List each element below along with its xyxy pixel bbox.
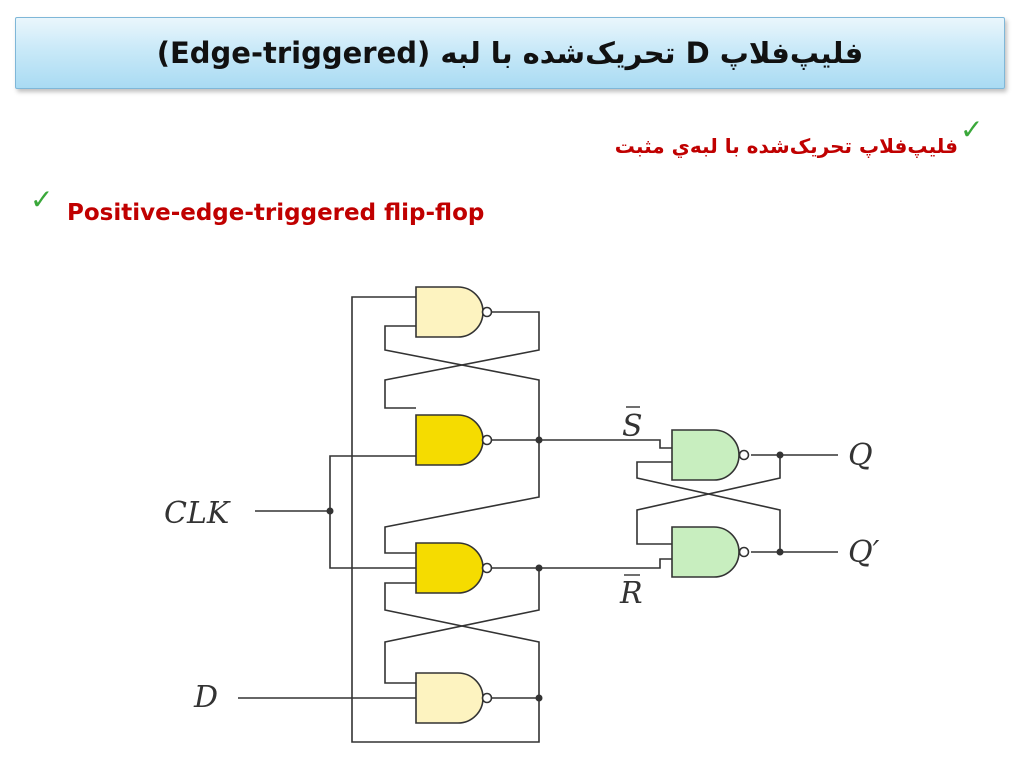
label-q-prime: Q′	[848, 535, 880, 570]
junction-dot	[776, 451, 784, 459]
wire-clk-to-g3	[329, 511, 416, 569]
wire-qprime-feedback	[636, 461, 781, 552]
junction-dots	[326, 436, 784, 702]
checkmark-icon: ✓	[960, 113, 984, 146]
checkmark-icon: ✓	[30, 183, 54, 216]
label-clk: CLK	[164, 496, 231, 531]
wire-g2-to-g3	[384, 440, 540, 554]
signal-labels: CLK D S R Q Q′	[164, 406, 880, 715]
wires	[238, 296, 838, 743]
junction-dot	[535, 694, 543, 702]
label-d: D	[193, 680, 218, 715]
nand-bubble	[738, 546, 750, 558]
wire-q-feedback	[636, 455, 781, 545]
nand-gate-1	[415, 286, 484, 338]
nand-gate-4	[415, 672, 484, 724]
nand-bubble	[738, 449, 750, 461]
junction-dot	[535, 436, 543, 444]
wire-r-bar	[492, 558, 672, 569]
nand-bubble	[481, 434, 493, 446]
nand-gate-output-top	[671, 429, 740, 481]
nand-bubble	[481, 562, 493, 574]
nand-gate-output-bottom	[671, 526, 740, 578]
wire-outer-loop	[351, 296, 540, 743]
nand-bubble	[481, 692, 493, 704]
wire-g4-to-g3	[384, 582, 540, 699]
junction-dot	[776, 548, 784, 556]
nand-gates	[415, 286, 750, 724]
label-r-bar: R	[619, 576, 643, 611]
bullet-english: Positive-edge-triggered flip-flop	[67, 200, 485, 226]
wire-s-bar	[492, 439, 672, 449]
nand-gate-2	[415, 414, 484, 466]
junction-dot	[535, 564, 543, 572]
nand-gate-3	[415, 542, 484, 594]
wire-clk-to-g2	[329, 455, 416, 511]
wire-g3-to-g4	[384, 568, 540, 684]
wire-g2-to-g1	[384, 325, 540, 440]
label-q: Q	[848, 438, 873, 473]
slide-title: فلیپ‌فلاپ D تحریک‌شده با لبه (Edge-trigg…	[156, 36, 864, 70]
label-s-bar: S	[622, 409, 643, 444]
bullet-persian: فلیپ‌فلاپ تحریک‌شده با لبه‌ي مثبت	[614, 134, 958, 158]
nand-bubble	[481, 306, 493, 318]
title-bar: فلیپ‌فلاپ D تحریک‌شده با لبه (Edge-trigg…	[15, 17, 1005, 89]
junction-dot	[326, 507, 334, 515]
